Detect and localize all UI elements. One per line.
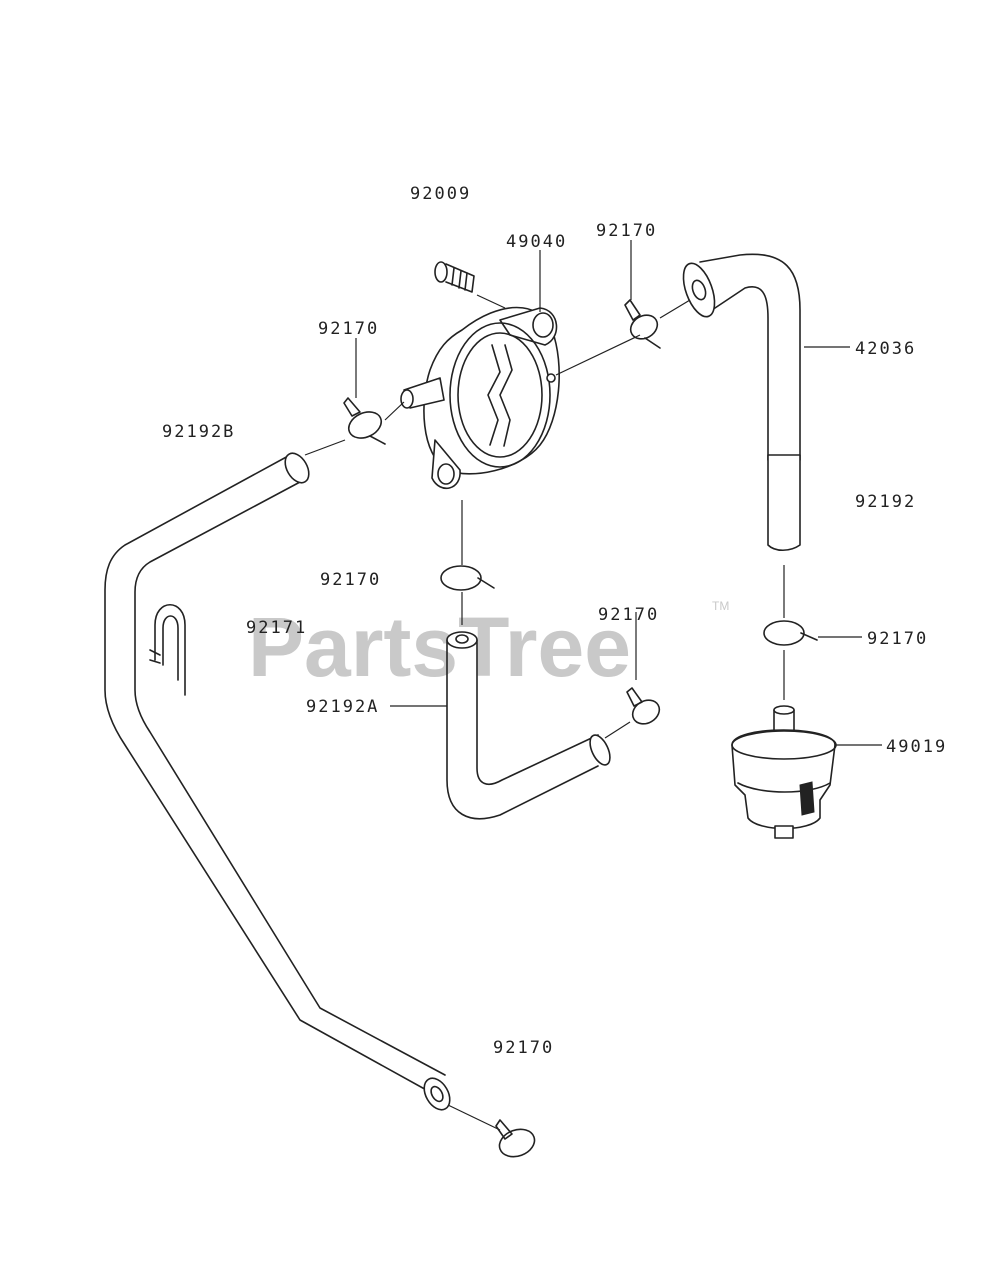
clamp-right-part[interactable]	[763, 620, 818, 646]
bolt-part[interactable]	[434, 261, 475, 293]
fuel-filter-part[interactable]	[731, 705, 837, 839]
callout-92170-top[interactable]: 92170	[596, 221, 657, 241]
hose-92192A-part[interactable]	[446, 631, 614, 820]
callout-92170-center[interactable]: 92170	[598, 605, 659, 625]
callout-49040[interactable]: 49040	[506, 232, 567, 252]
clamp-mid-part[interactable]	[440, 565, 495, 591]
clip-part[interactable]	[149, 603, 186, 696]
callout-92171[interactable]: 92171	[246, 618, 307, 638]
clamp-center-part[interactable]	[626, 687, 664, 729]
callout-92170-right[interactable]: 92170	[867, 629, 928, 649]
callout-92192A[interactable]: 92192A	[306, 697, 379, 717]
callout-92192[interactable]: 92192	[855, 492, 916, 512]
callout-42036[interactable]: 42036	[855, 339, 916, 359]
callout-92192B[interactable]: 92192B	[162, 422, 235, 442]
hose-92192B-part[interactable]	[104, 449, 455, 1114]
watermark-text: PartsTree	[248, 600, 631, 694]
callout-92170-mid[interactable]: 92170	[320, 570, 381, 590]
callout-49019[interactable]: 49019	[886, 737, 947, 757]
clamp-bottom-part[interactable]	[495, 1119, 539, 1161]
leader-lines	[304, 240, 882, 1131]
callout-92170-left[interactable]: 92170	[318, 319, 379, 339]
callout-92009[interactable]: 92009	[410, 184, 471, 204]
clamp-left-part[interactable]	[343, 397, 386, 445]
callout-92170-bottom[interactable]: 92170	[493, 1038, 554, 1058]
clamp-top-part[interactable]	[624, 299, 662, 349]
fuel-pump-part[interactable]	[400, 306, 560, 490]
hose-42036-part[interactable]	[677, 253, 801, 552]
watermark-trademark: TM	[712, 599, 729, 613]
